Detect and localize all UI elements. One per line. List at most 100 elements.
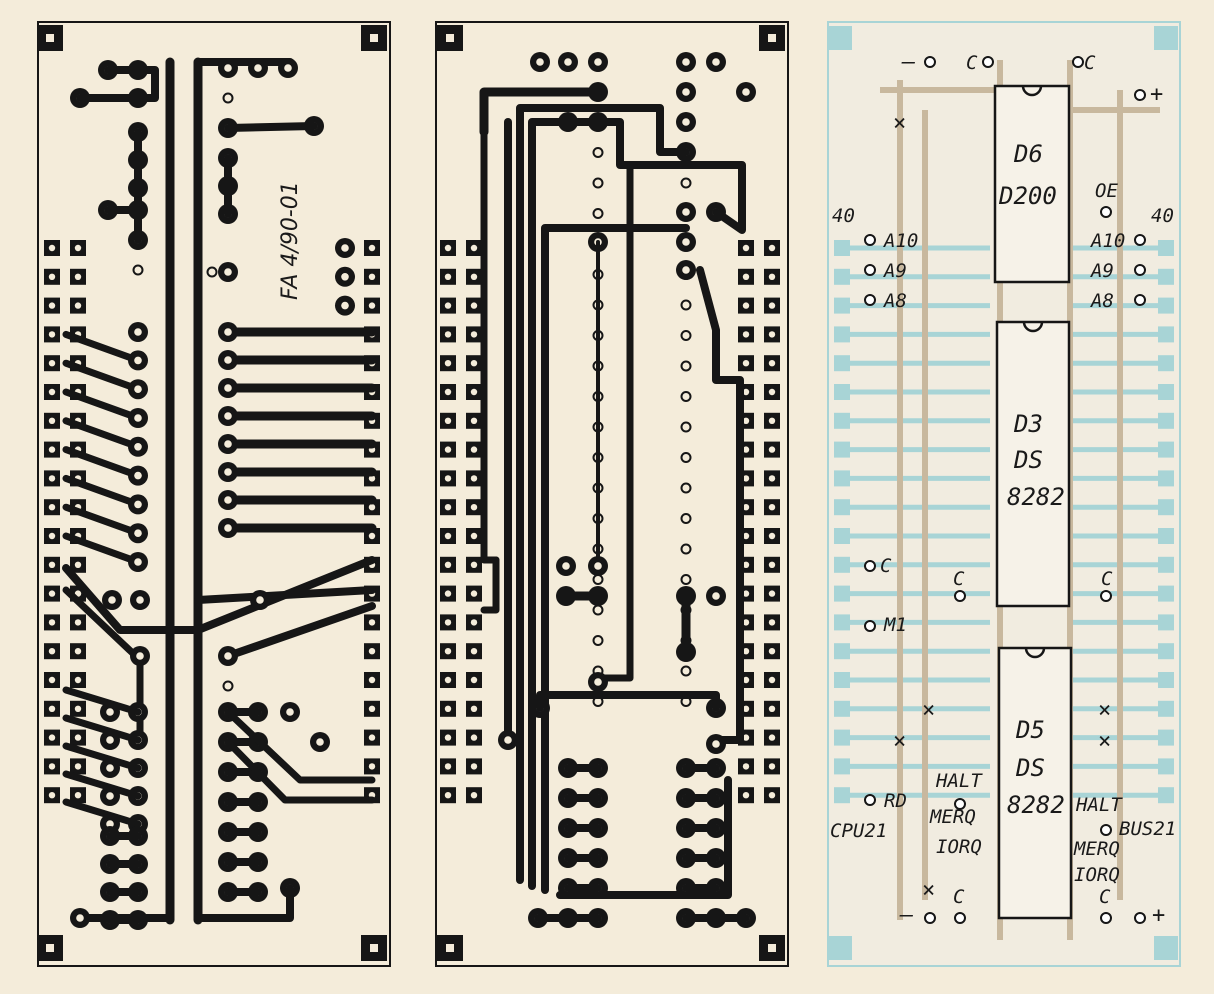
drill-hole [76,914,84,922]
via-hole [680,482,692,494]
copper-pad [1158,758,1174,775]
signal-right-iorq: IORQ [1074,864,1120,886]
drill-hole [470,532,478,540]
copper-pad [834,384,850,400]
copper-pad [834,672,850,688]
drill-hole [470,792,478,799]
copper-pad [834,268,850,285]
drill-hole [768,648,776,655]
drill-hole [768,619,776,626]
drill-hole [48,734,56,741]
drill-hole [768,792,776,799]
copper-pad [834,729,850,746]
drill-hole [768,388,776,396]
addr-left-a10: A10 [884,230,919,252]
drill-hole [742,619,750,626]
via-hole [592,635,604,646]
drill-hole [134,471,142,480]
drill-hole [134,414,142,422]
drill-hole [134,558,142,566]
drill-hole [470,590,478,597]
copper-pad [1158,643,1174,660]
drill-hole [368,273,376,280]
drill-hole [742,360,750,367]
trace [594,161,634,682]
no-connect-mark-1: × [893,111,907,136]
drill-hole [682,58,690,66]
drill-hole [341,301,349,310]
component-hole [1134,264,1146,276]
drill-hole [470,619,478,626]
copper-pad [1158,729,1174,746]
trace [696,266,744,744]
drill-hole [316,738,324,746]
drill-hole [742,705,750,712]
mounting-hole [46,944,54,952]
drill-hole [106,708,114,716]
component-hole [864,294,876,306]
drill-hole [742,446,750,453]
drill-hole [134,328,142,336]
trace [194,586,376,604]
component-hole [1134,912,1146,924]
drill-hole [742,331,750,338]
copper-pad [834,297,850,314]
copper-pad [1158,441,1174,458]
drill-hole [74,619,82,626]
trace [62,359,142,393]
drill-hole [470,705,478,712]
drill-hole [682,88,690,96]
drill-hole [742,792,750,799]
component-hole [1100,590,1112,602]
copper-pad [834,614,850,631]
drill-hole [48,676,56,684]
copper-pad [834,240,850,256]
trace [62,714,142,744]
copper-pad [1158,556,1174,573]
signal-right-merq: MERQ [1074,838,1120,860]
via-hole [592,147,604,158]
drill-hole [368,504,376,511]
copper-pad [834,643,850,660]
trace [224,602,376,660]
via-hole [222,92,234,104]
chip-d5-type: DS [1016,754,1045,782]
drill-hole [470,734,478,741]
trace [62,417,142,451]
chip-d3-type: DS [1014,446,1043,474]
trace [62,770,142,800]
drill-hole [444,619,452,626]
drill-hole [74,302,82,309]
drill-hole [224,524,232,532]
component-hole [864,560,876,572]
copper-pad [1158,470,1174,487]
chip-d3-type2: 8282 [1007,483,1065,511]
component-hole [1100,824,1112,836]
trace [541,224,690,894]
drill-hole [682,208,690,216]
component-hole [864,620,876,632]
drill-hole [504,736,512,744]
drill-hole [74,273,82,280]
drill-hole [742,244,750,252]
component-hole [1100,206,1112,218]
drill-hole [742,88,750,96]
drill-hole [742,763,750,770]
via-hole [680,543,692,555]
copper-pad [1158,614,1174,631]
drill-hole [368,619,376,626]
no-connect-mark-6: × [922,878,936,903]
drill-hole [48,475,56,482]
drill-hole [368,676,376,684]
drill-hole [444,504,452,511]
chip-d6-type: D200 [999,182,1057,210]
copper-pad [1158,355,1174,372]
drill-hole [470,763,478,770]
drill-hole [48,417,56,424]
drill-hole [134,529,142,537]
ic-outline [997,646,1073,920]
drill-hole [341,244,349,252]
oe-label: OE [1095,180,1118,202]
drill-hole [444,331,452,338]
drill-hole [74,792,82,799]
